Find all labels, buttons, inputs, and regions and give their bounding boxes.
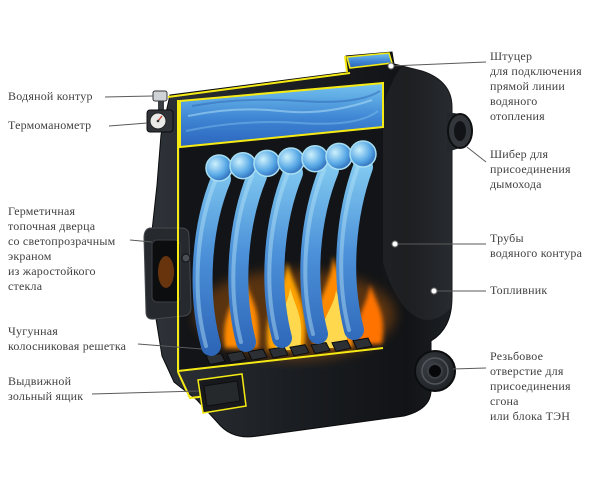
- chimney-damper-flange: [447, 112, 473, 152]
- leader-damper: [466, 146, 487, 163]
- door-glass-glow: [158, 256, 174, 288]
- label-fitting: Штуцер для подключения прямой линии водя…: [490, 49, 582, 123]
- water-circuit-pipes: [192, 157, 373, 356]
- label-firebox: Топливник: [490, 283, 548, 297]
- label-water-circuit: Водяной контур: [8, 89, 93, 103]
- leader-water-circuit: [104, 95, 154, 98]
- heater-threaded-boss: [414, 350, 456, 392]
- furnace-door: [143, 227, 192, 320]
- leader-thermomanometer: [108, 122, 148, 127]
- leader-boss: [452, 367, 487, 370]
- cutaway-outline: [167, 55, 384, 400]
- label-threaded-hole: Резьбовое отверстие для присоединения сг…: [490, 349, 571, 423]
- label-thermomanometer: Термоманометр: [8, 118, 92, 132]
- label-furnace-door: Герметичная топочная дверца со светопроз…: [8, 204, 116, 293]
- leader-lines: [91, 61, 487, 395]
- label-damper: Шибер для присоединения дымохода: [490, 147, 571, 191]
- label-grate: Чугунная колосниковая решетка: [8, 324, 127, 353]
- label-ash-box: Выдвижной зольный ящик: [8, 374, 84, 403]
- leader-fitting: [390, 61, 487, 67]
- pipe-openings: [205, 140, 377, 182]
- water-circuit-fitting: [152, 90, 168, 102]
- water-jacket: [179, 81, 384, 149]
- leader-ash-box: [91, 390, 200, 395]
- thermomanometer: [146, 90, 174, 133]
- leader-grate: [137, 343, 203, 350]
- label-water-pipes: Трубы водяного контура: [490, 231, 583, 260]
- leader-door: [129, 239, 153, 243]
- leader-dots: [387, 62, 438, 295]
- door-handle: [181, 253, 191, 263]
- ash-box: [197, 373, 247, 414]
